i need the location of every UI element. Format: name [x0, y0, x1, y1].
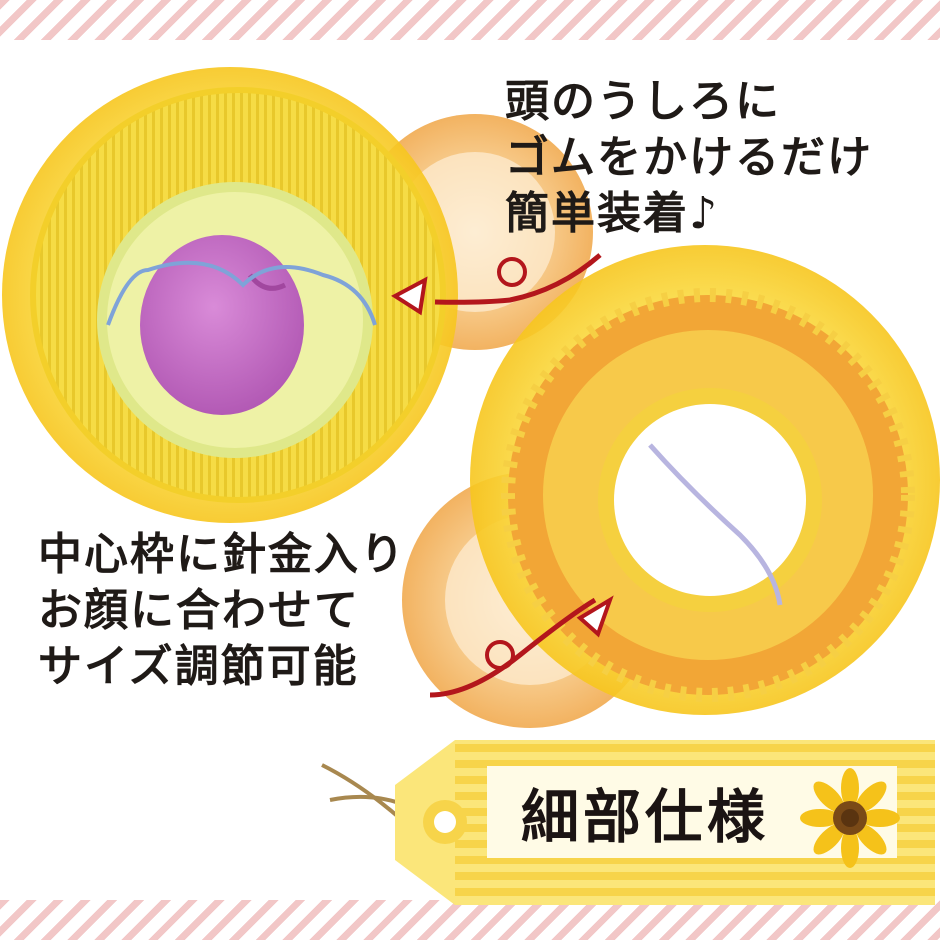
sunflower-back-view	[2, 67, 458, 523]
decorative-stripe-top	[0, 0, 940, 40]
arrow-pointer-top	[391, 253, 602, 316]
callout-line: 簡単装着♪	[505, 188, 720, 239]
callout-line: ゴムをかけるだけ	[505, 132, 873, 183]
callout-line: サイズ調節可能	[38, 641, 359, 692]
callout-line: 頭のうしろに	[505, 76, 781, 127]
callout-line: 中心枠に針金入り	[38, 529, 406, 580]
sunflower-frame-view	[470, 245, 940, 715]
callout-line: お顔に合わせて	[38, 585, 360, 636]
decorative-stripe-bottom	[0, 900, 940, 940]
sunflower-icon	[800, 768, 900, 868]
arrow-pointer-bottom	[429, 595, 614, 698]
tag-label: 細部仕様	[520, 783, 769, 851]
callout-text-elastic: 頭のうしろに ゴムをかけるだけ 簡単装着♪	[505, 74, 873, 242]
callout-text-wire-frame: 中心枠に針金入り お顔に合わせて サイズ調節可能	[38, 527, 406, 695]
